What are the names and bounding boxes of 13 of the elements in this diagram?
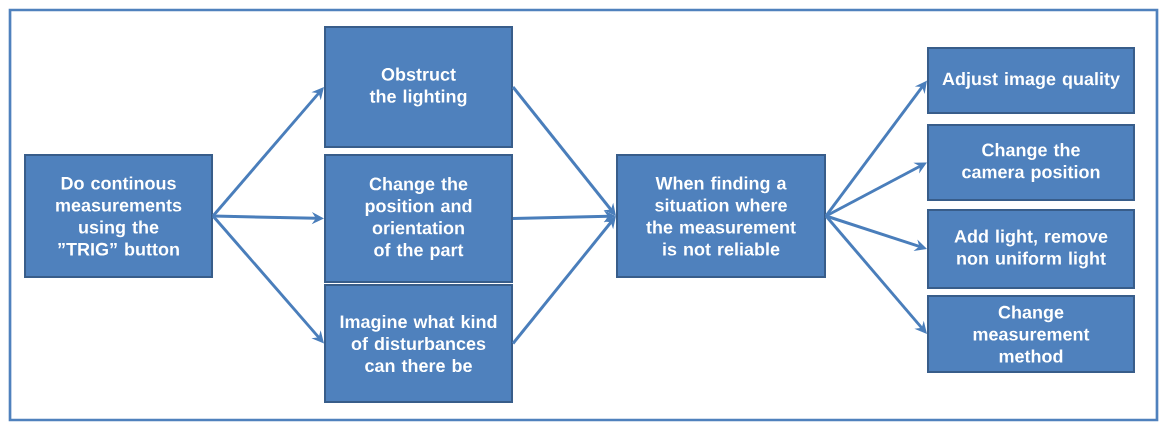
process-box: Adjust image quality [927,47,1135,114]
arrow [211,87,324,217]
arrow [511,86,616,216]
arrow [511,216,616,345]
process-box: Change measurement method [927,295,1135,373]
process-box: Change the position and orientation of the part [324,154,513,283]
process-box: Change the camera position [927,124,1135,201]
process-box: Imagine what kind of disturbances can there be [324,284,513,403]
arrow [824,215,927,334]
process-box: Obstruct the lighting [324,26,513,148]
process-box: When finding a situation where the measurement is not reliable [616,154,826,278]
process-box: Add light, remove non uniform light [927,209,1135,289]
process-box: Do continous measurements using the ”TRIG” button [24,154,213,278]
